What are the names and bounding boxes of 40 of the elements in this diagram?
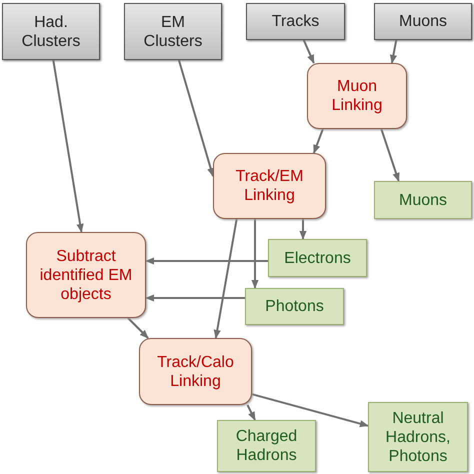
arrow [127, 317, 149, 339]
output-box [374, 181, 472, 219]
arrow [302, 40, 315, 64]
arrow [246, 404, 256, 421]
node-label: Subtract identified EM objects [39, 246, 133, 304]
arrow [299, 219, 307, 240]
arrow [390, 40, 398, 64]
process-box [213, 153, 326, 219]
arrow [312, 128, 324, 154]
arrow [52, 60, 84, 233]
node-label: Muon Linking [330, 77, 384, 115]
output-box [245, 288, 344, 325]
node-label: Electrons [284, 248, 351, 268]
node-label: Had. Clusters [20, 12, 82, 50]
input-box [374, 3, 472, 40]
node-label: Neutral Hadrons, Photons [384, 408, 452, 466]
input-box [124, 3, 222, 60]
arrow [380, 128, 400, 182]
output-box [217, 420, 316, 472]
node-label: Muons [398, 190, 448, 210]
arrow [145, 257, 268, 265]
node-label: Muons [398, 12, 448, 31]
arrow [251, 219, 259, 289]
node-label: EM Clusters [142, 12, 204, 50]
input-box [2, 3, 100, 60]
node-label: Charged Hadrons [234, 427, 298, 465]
arrow [214, 218, 238, 339]
input-box [246, 3, 345, 40]
process-box [26, 232, 146, 318]
arrow [178, 60, 214, 178]
node-label: Photons [265, 297, 324, 316]
arrow [145, 294, 245, 302]
node-label: Tracks [272, 12, 320, 31]
process-box [139, 338, 252, 405]
node-label: Track/Calo Linking [156, 352, 235, 390]
output-box [268, 239, 367, 277]
process-box [307, 63, 407, 129]
node-label: Track/EM Linking [234, 167, 304, 205]
arrow [252, 393, 369, 428]
output-box [368, 402, 468, 472]
